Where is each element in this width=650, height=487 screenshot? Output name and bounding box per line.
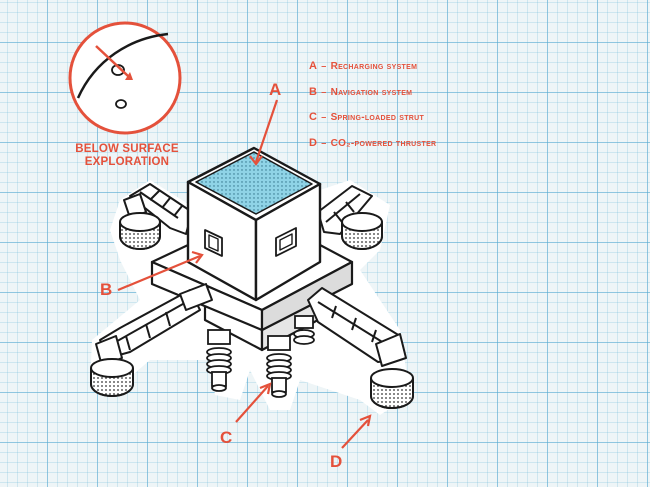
legend: A–Recharging system B–Navigation system …: [309, 54, 436, 156]
front-left-leg: [90, 283, 213, 397]
callout-b: B: [100, 280, 113, 299]
inset-magnifier: [68, 21, 182, 135]
spring-struts: [206, 315, 315, 398]
inset-caption-line1: BELOW SURFACE: [75, 143, 179, 155]
callout-d: D: [330, 452, 343, 471]
callout-arrows: [117, 99, 372, 449]
callout-c: C: [220, 428, 233, 447]
legend-item-b: B–Navigation system: [309, 85, 413, 98]
inset-caption: BELOW SURFACE EXPLORATION: [62, 143, 192, 169]
legend-item-c: C–Spring-loaded strut: [309, 111, 425, 123]
legend-item-d: D–CO₂-powered thruster: [309, 136, 437, 149]
solar-panel: [195, 151, 313, 215]
inset-caption-line2: EXPLORATION: [84, 156, 170, 168]
callout-a: A: [269, 80, 282, 99]
rover-cube: [186, 146, 322, 302]
front-right-leg: [307, 287, 414, 409]
back-left-leg: [119, 183, 193, 250]
back-right-leg: [317, 185, 383, 250]
legend-item-a: A–Recharging system: [309, 60, 418, 72]
